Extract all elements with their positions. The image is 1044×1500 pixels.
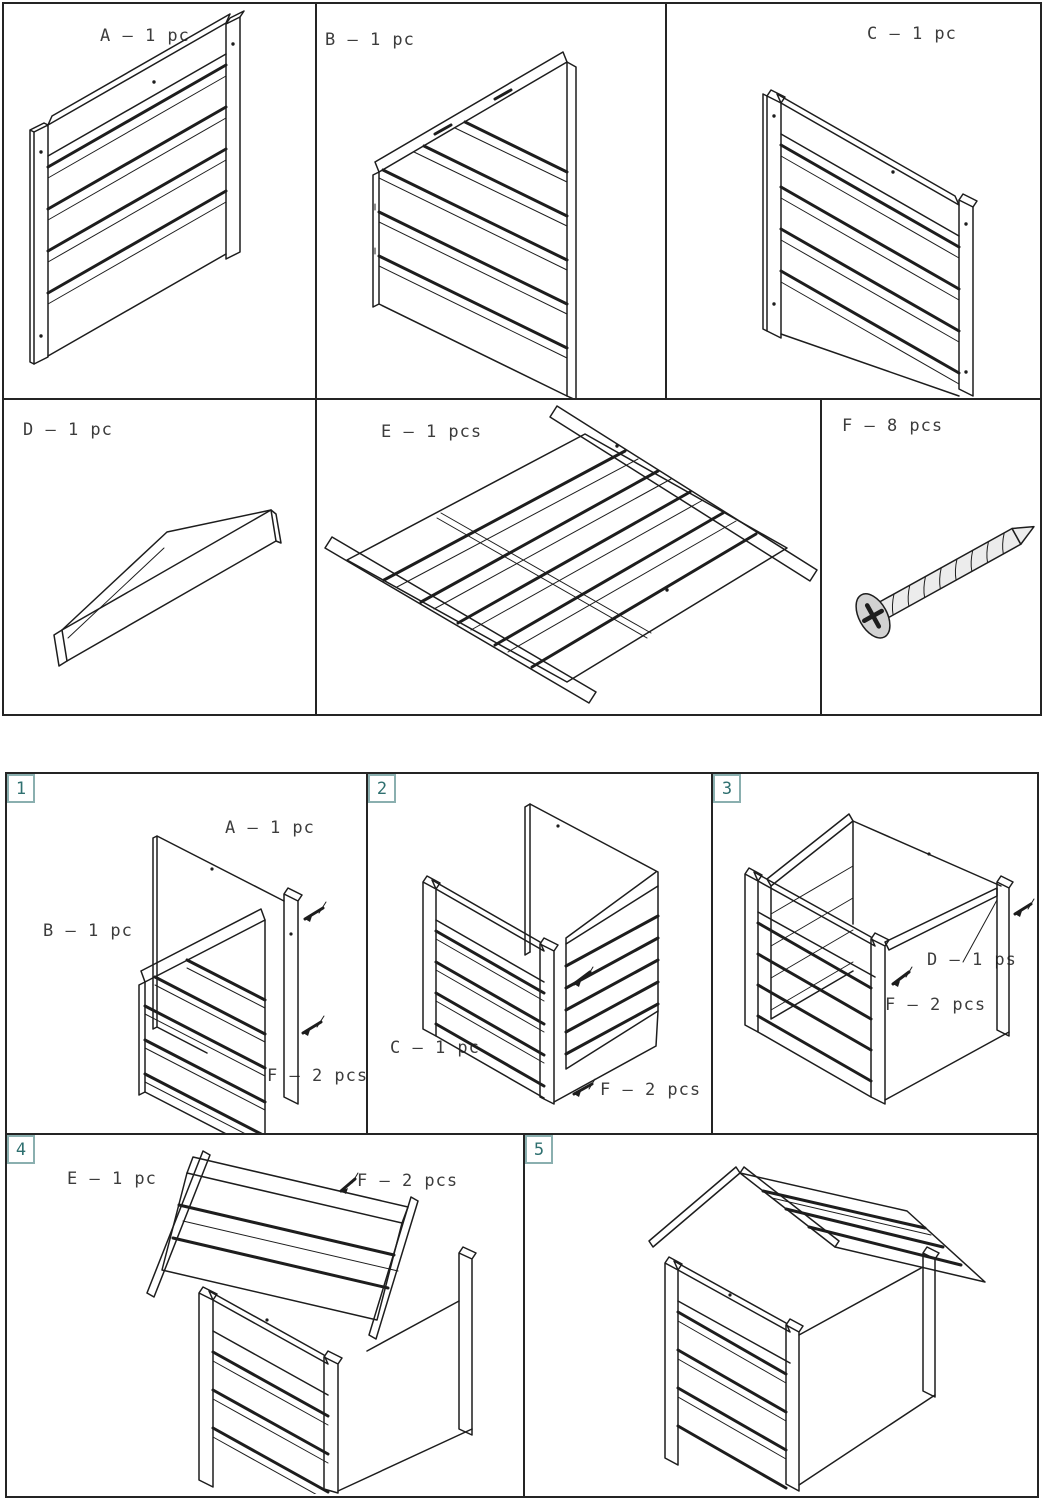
step-badge-2: 2 <box>368 774 396 803</box>
part-cell-a: A – 1 pc <box>4 4 317 400</box>
step-cell-1: 1 A – 1 pc B – 1 pc F – 2 pcs <box>7 774 368 1135</box>
step5-drawing <box>648 1166 986 1492</box>
parts-table: A – 1 pc <box>2 2 1042 716</box>
step1-label-f: F – 2 pcs <box>267 1066 369 1086</box>
part-f-screw-drawing <box>855 525 1035 639</box>
part-a-drawing <box>29 10 245 365</box>
step4-label-e: E – 1 pc <box>67 1169 157 1189</box>
part-label-f: F – 8 pcs <box>842 416 944 436</box>
part-cell-c: C – 1 pc <box>667 4 1040 400</box>
step-badge-5: 5 <box>525 1135 553 1164</box>
step-cell-3: 3 D – 1 ps F – 2 pcs <box>713 774 1037 1135</box>
step1-label-a: A – 1 pc <box>225 818 315 838</box>
part-label-b: B – 1 pc <box>325 30 415 50</box>
part-label-a: A – 1 pc <box>100 26 190 46</box>
part-cell-f: F – 8 pcs <box>822 400 1040 714</box>
steps-table: 1 A – 1 pc B – 1 pc F – 2 pcs <box>5 772 1039 1498</box>
step1-label-b: B – 1 pc <box>43 921 133 941</box>
step-cell-5: 5 <box>525 1135 1037 1496</box>
step3-label-f: F – 2 pcs <box>885 995 987 1015</box>
step2-drawing <box>422 803 660 1105</box>
step3-drawing <box>744 813 1035 1105</box>
step2-label-f: F – 2 pcs <box>600 1080 702 1100</box>
part-cell-e: E – 1 pcs <box>317 400 822 714</box>
part-c-drawing <box>762 89 978 397</box>
part-label-d: D – 1 pc <box>23 420 113 440</box>
step-badge-3: 3 <box>713 774 741 803</box>
step-cell-2: 2 C – 1 pc F – 2 pcs <box>368 774 713 1135</box>
step-badge-4: 4 <box>7 1135 35 1164</box>
step-badge-1: 1 <box>7 774 35 803</box>
step4-label-f: F – 2 pcs <box>357 1171 459 1191</box>
part-cell-d: D – 1 pc <box>4 400 317 714</box>
step4-drawing <box>146 1150 477 1494</box>
step-cell-4: 4 E – 1 pc F – 2 pcs <box>7 1135 525 1496</box>
part-cell-b: B – 1 pc <box>317 4 667 400</box>
part-e-drawing <box>324 405 818 704</box>
step2-label-c: C – 1 pc <box>390 1038 480 1058</box>
part-label-e: E – 1 pcs <box>381 422 483 442</box>
part-b-drawing <box>372 51 577 398</box>
part-d-drawing <box>53 509 282 667</box>
step3-label-d: D – 1 ps <box>927 950 1017 970</box>
step1-drawing <box>138 835 327 1133</box>
part-label-c: C – 1 pc <box>867 24 957 44</box>
